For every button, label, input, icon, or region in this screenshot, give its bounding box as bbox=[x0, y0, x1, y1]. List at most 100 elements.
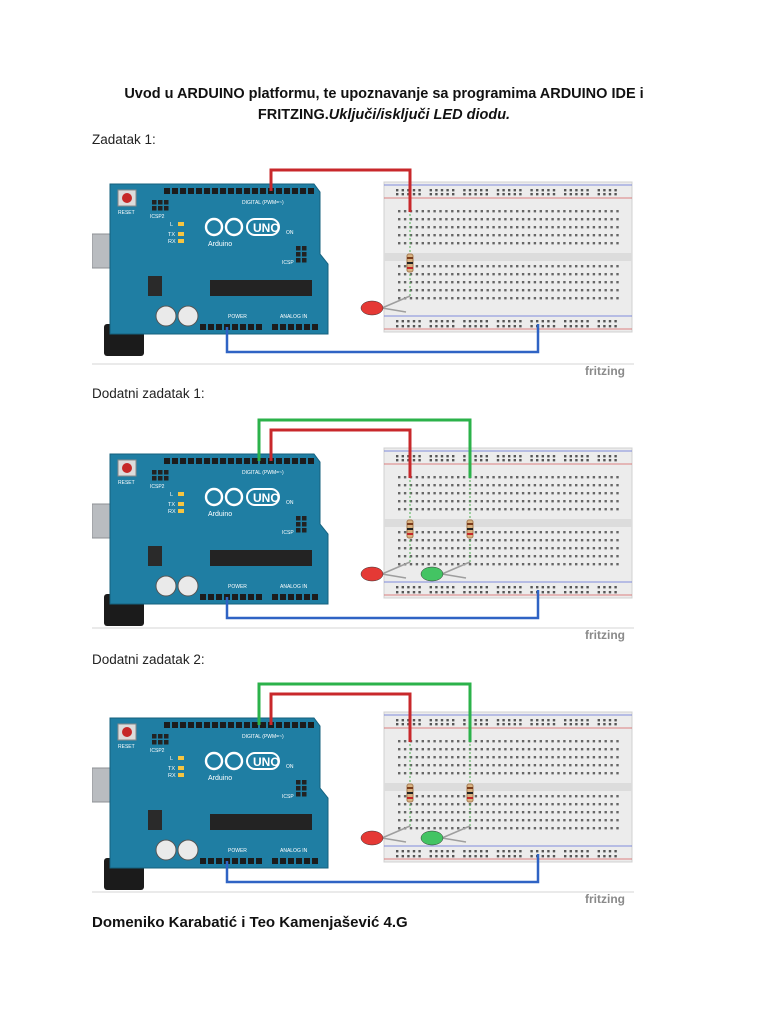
led-leg bbox=[381, 825, 411, 839]
breadboard-hole bbox=[569, 218, 572, 221]
breadboard-hole bbox=[580, 492, 584, 495]
rail-hole bbox=[569, 459, 572, 462]
breadboard-hole bbox=[480, 242, 483, 245]
breadboard-hole bbox=[569, 539, 572, 542]
breadboard-hole bbox=[545, 531, 548, 534]
rail-hole bbox=[463, 850, 466, 853]
rail-hole bbox=[418, 855, 421, 858]
breadboard-hole bbox=[486, 500, 489, 503]
rail-hole bbox=[541, 325, 544, 328]
rail-hole bbox=[435, 320, 438, 323]
breadboard-hole bbox=[445, 500, 448, 503]
breadboard-hole bbox=[557, 289, 560, 292]
breadboard-hole bbox=[492, 210, 495, 213]
rail-hole bbox=[463, 719, 466, 722]
digital-header-pin bbox=[300, 188, 306, 194]
l-led-label: L bbox=[170, 492, 173, 498]
rail-hole bbox=[603, 850, 606, 853]
breadboard-hole bbox=[533, 531, 537, 534]
breadboard-hole bbox=[551, 811, 554, 814]
breadboard-hole bbox=[533, 281, 537, 284]
wire-blue-ground bbox=[225, 590, 540, 620]
rail-hole bbox=[597, 325, 600, 328]
breadboard-hole bbox=[409, 500, 413, 503]
breadboard-hole bbox=[492, 803, 495, 806]
breadboard-hole bbox=[492, 234, 495, 237]
breadboard-hole bbox=[551, 819, 554, 822]
breadboard-hole bbox=[551, 772, 554, 775]
breadboard-hole bbox=[545, 210, 548, 213]
breadboard-hole bbox=[492, 547, 495, 550]
rail-hole bbox=[496, 719, 500, 722]
breadboard-hole bbox=[457, 476, 460, 479]
breadboard-hole bbox=[569, 795, 572, 798]
breadboard-hole bbox=[403, 210, 407, 213]
breadboard-hole bbox=[451, 265, 454, 268]
rail-hole bbox=[603, 723, 606, 726]
breadboard-hole bbox=[445, 265, 448, 268]
breadboard-hole bbox=[427, 563, 430, 566]
breadboard-hole bbox=[616, 234, 619, 237]
breadboard-hole bbox=[462, 242, 466, 245]
breadboard-hole bbox=[539, 226, 542, 229]
rx-led bbox=[178, 509, 184, 513]
rail-hole bbox=[569, 189, 572, 192]
breadboard-hole bbox=[575, 234, 578, 237]
icsp2-pin bbox=[164, 734, 169, 739]
breadboard-hole bbox=[539, 772, 542, 775]
breadboard-hole bbox=[527, 218, 531, 221]
digital-header-pin bbox=[276, 188, 282, 194]
rail-hole bbox=[580, 586, 584, 589]
breadboard-hole bbox=[604, 484, 607, 487]
rail-hole bbox=[597, 586, 600, 589]
power-header-pin bbox=[216, 594, 222, 600]
breadboard-hole bbox=[462, 273, 466, 276]
breadboard-hole bbox=[527, 563, 531, 566]
breadboard-hole bbox=[398, 756, 401, 759]
analog-header-pin bbox=[304, 858, 310, 864]
breadboard-hole bbox=[498, 242, 501, 245]
breadboard-hole bbox=[409, 242, 413, 245]
rail-hole bbox=[536, 719, 539, 722]
breadboard-hole bbox=[610, 218, 613, 221]
breadboard-hole bbox=[604, 772, 607, 775]
breadboard-hole bbox=[462, 226, 466, 229]
breadboard-hole bbox=[604, 539, 607, 542]
breadboard-hole bbox=[557, 500, 560, 503]
breadboard-hole bbox=[521, 234, 525, 237]
power-header-pin bbox=[200, 594, 206, 600]
breadboard-hole bbox=[498, 492, 501, 495]
rail-hole bbox=[480, 850, 483, 853]
breadboard-hole bbox=[462, 539, 466, 542]
breadboard-hole bbox=[604, 508, 607, 511]
breadboard-hole bbox=[569, 210, 572, 213]
power-label: POWER bbox=[228, 848, 247, 854]
rail-hole bbox=[480, 325, 483, 328]
breadboard-hole bbox=[527, 297, 531, 300]
rail-hole bbox=[446, 723, 449, 726]
breadboard-hole bbox=[468, 234, 472, 237]
breadboard-hole bbox=[445, 484, 448, 487]
breadboard-hole bbox=[586, 289, 590, 292]
breadboard-hole bbox=[474, 242, 478, 245]
breadboard-hole bbox=[610, 827, 613, 830]
breadboard-hole bbox=[433, 508, 436, 511]
breadboard-hole bbox=[539, 218, 542, 221]
breadboard-hole bbox=[498, 827, 501, 830]
breadboard-hole bbox=[539, 764, 542, 767]
rail-hole bbox=[547, 459, 550, 462]
rail-hole bbox=[396, 719, 399, 722]
breadboard-hole bbox=[468, 273, 472, 276]
breadboard-hole bbox=[504, 547, 507, 550]
power-header-pin bbox=[208, 858, 214, 864]
rail-hole bbox=[435, 723, 438, 726]
breadboard-hole bbox=[398, 795, 401, 798]
breadboard-hole bbox=[474, 297, 478, 300]
breadboard-hole bbox=[403, 764, 407, 767]
breadboard-hole bbox=[545, 772, 548, 775]
rail-hole bbox=[530, 320, 533, 323]
uno-logo-text: UNO bbox=[253, 755, 280, 769]
breadboard-hole bbox=[604, 273, 607, 276]
breadboard-hole bbox=[586, 764, 590, 767]
icsp-pin bbox=[302, 252, 307, 257]
